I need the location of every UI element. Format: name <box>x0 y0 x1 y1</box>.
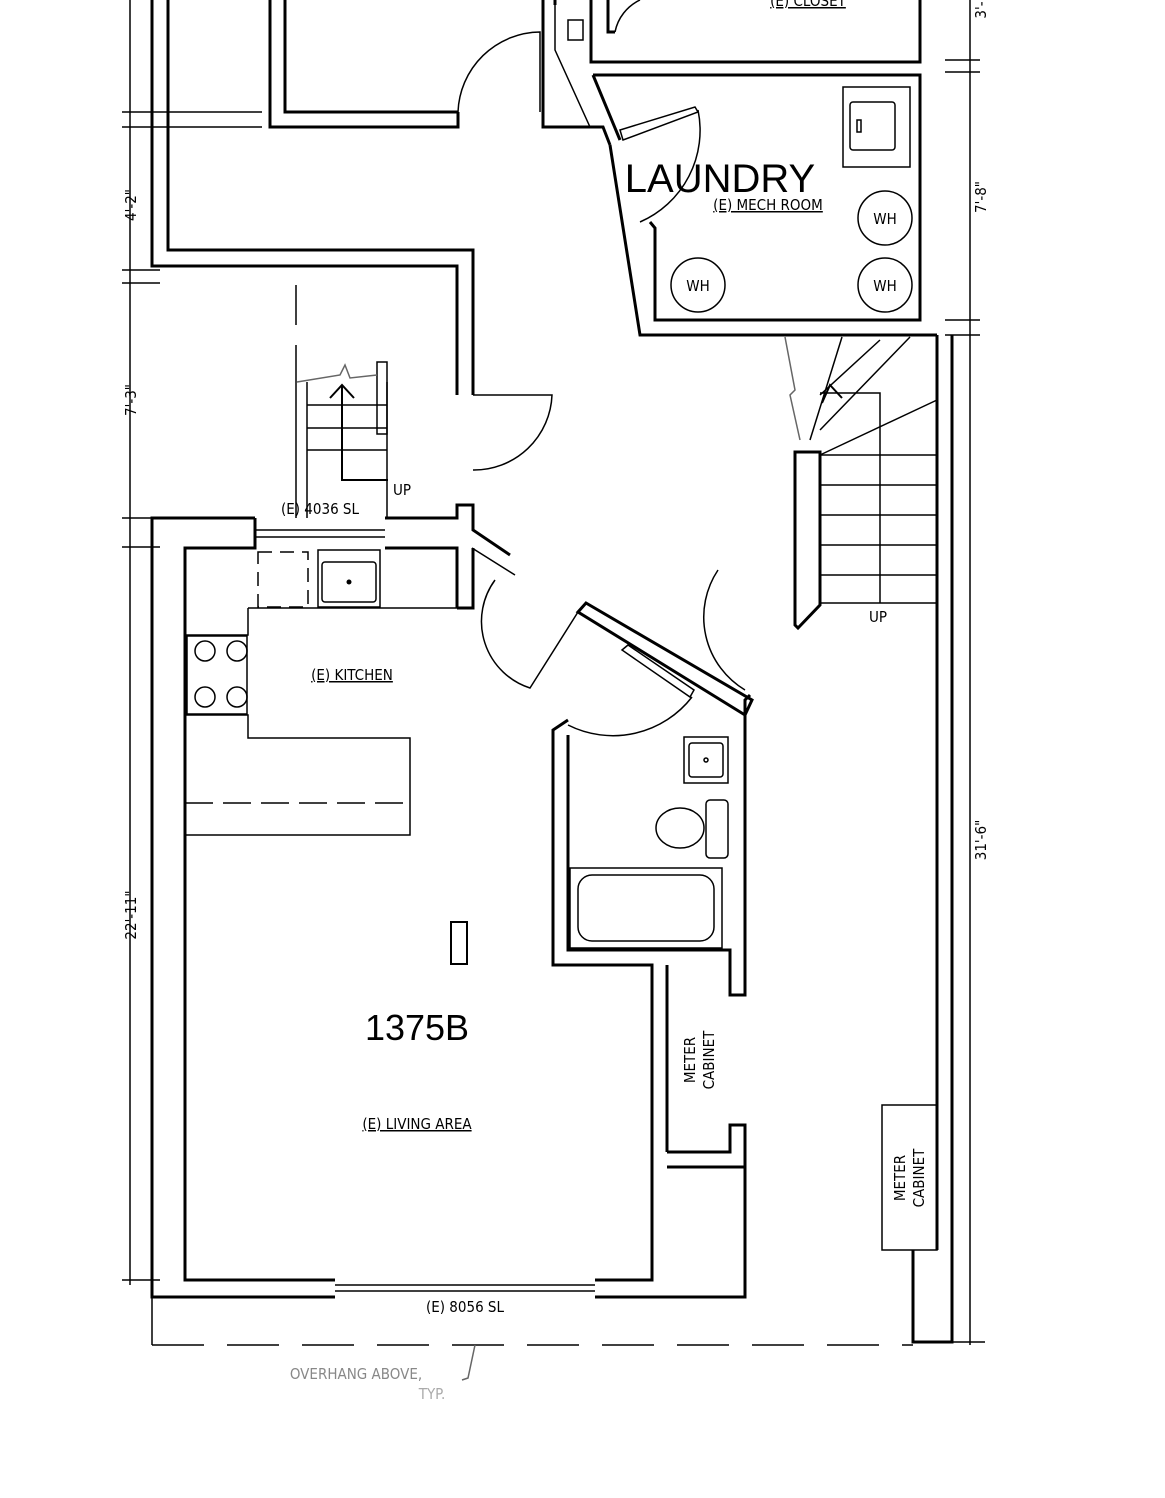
upper-walls <box>150 0 922 395</box>
kitchen-window <box>255 529 385 538</box>
stair-left <box>295 285 388 518</box>
kitchen-label: (E) KITCHEN <box>311 666 393 684</box>
meter-cabinet-1: METER CABINET <box>681 1030 718 1090</box>
unit-label: 1375B <box>365 1007 469 1048</box>
dimension-22-11: 22'-11" <box>122 890 140 939</box>
column <box>450 921 468 965</box>
dimension-7-8: 7'-8" <box>972 181 990 213</box>
stair-up-arrow <box>341 385 388 481</box>
door-swing-stair <box>703 569 746 691</box>
kitchen-sink <box>317 549 381 608</box>
door-swing-bath <box>567 644 695 737</box>
left-dimension-line <box>122 0 262 1285</box>
living-label: (E) LIVING AREA <box>362 1115 472 1133</box>
stair-right <box>784 336 938 631</box>
bathtub <box>569 867 723 949</box>
laundry-label: LAUNDRY <box>625 157 815 201</box>
kitchen-window-label: (E) 4036 SL <box>281 500 360 518</box>
water-heater-2: WH <box>670 257 726 313</box>
meter-cabinet-2-label-2: CABINET <box>910 1148 928 1208</box>
living-slider <box>335 1284 595 1292</box>
stair-up-label-left: UP <box>393 481 411 499</box>
water-heater-3: WH <box>857 257 913 313</box>
toilet <box>655 799 729 859</box>
door-swing-kitchen <box>471 547 579 689</box>
arrow-head-icon <box>821 383 843 404</box>
mech-room-label: (E) MECH ROOM <box>713 196 823 214</box>
overhang-note-line1: OVERHANG ABOVE, <box>290 1365 422 1383</box>
closet-label: (E) CLOSET <box>770 0 846 10</box>
right-dimension-line <box>945 0 985 1345</box>
bath-wall-angled <box>575 601 754 718</box>
kitchen-counters <box>185 551 457 836</box>
meter-cabinet-2 <box>881 1104 938 1251</box>
dimension-4-2: 4'-2" <box>122 189 140 221</box>
svg-text:WH: WH <box>686 277 710 295</box>
stair-up-label-right: UP <box>869 608 887 626</box>
svg-text:WH: WH <box>873 277 897 295</box>
right-walls <box>911 335 954 1344</box>
arrow-head-icon <box>329 383 355 399</box>
dimension-7-3: 7'-3" <box>122 384 140 416</box>
laundry-door <box>619 106 701 223</box>
svg-text:WH: WH <box>873 210 897 228</box>
closet-details <box>554 0 641 128</box>
laundry-walls <box>591 73 937 337</box>
meter-cabinet-2-label-1: METER <box>891 1155 909 1201</box>
overhang-note-line2: TYP. <box>418 1385 446 1403</box>
bath-sink <box>683 736 729 784</box>
door-swing-hall-top <box>457 31 541 113</box>
dimension-31-6: 31'-6" <box>972 820 990 861</box>
living-walls <box>150 503 752 1299</box>
dimension-3: 3'- <box>972 1 990 18</box>
stove <box>186 635 248 715</box>
door-swing-entry <box>472 394 553 471</box>
washer <box>842 86 911 168</box>
svg-text:CABINET: CABINET <box>700 1030 718 1090</box>
water-heater-1: WH <box>857 190 913 246</box>
living-door-label: (E) 8056 SL <box>426 1298 505 1316</box>
svg-text:METER: METER <box>681 1037 699 1083</box>
overhang-line <box>151 1297 913 1381</box>
